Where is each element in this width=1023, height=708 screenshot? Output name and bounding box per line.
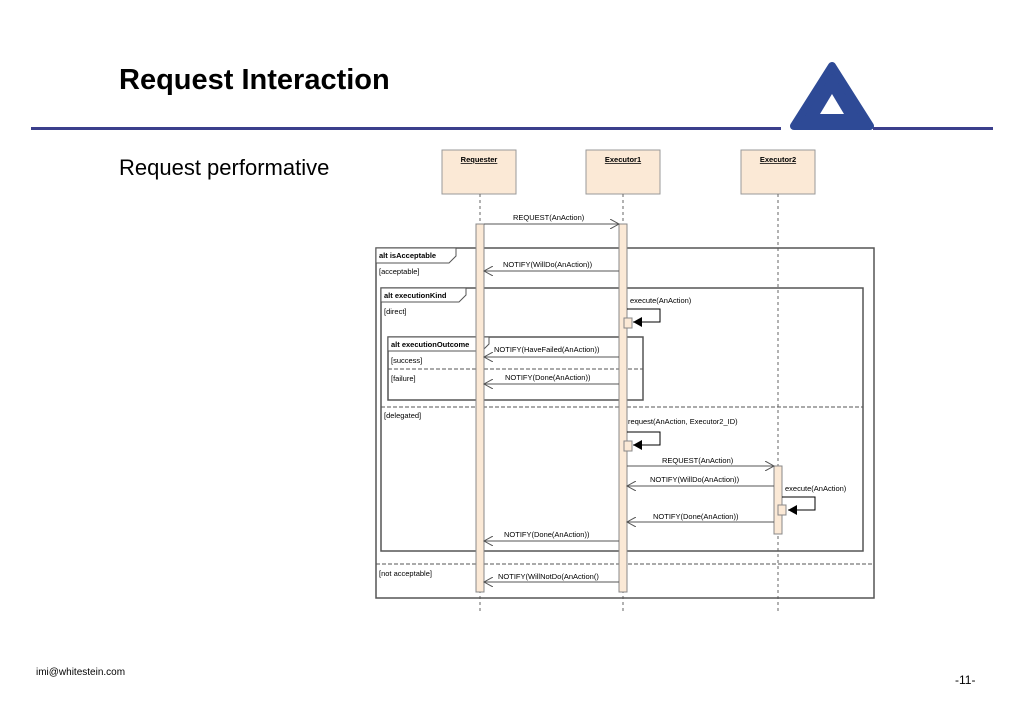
message-notify-willdo-1: NOTIFY(WillDo(AnAction))	[484, 260, 619, 271]
footer-email: imi@whitestein.com	[36, 667, 126, 678]
message-request-2: REQUEST(AnAction)	[627, 456, 774, 466]
lifeline-head-executor1: Executor1	[585, 149, 661, 195]
message-notify-willnotdo: NOTIFY(WillNotDo(AnAction()	[484, 572, 619, 582]
svg-text:alt isAcceptable: alt isAcceptable	[379, 251, 436, 260]
message-notify-done-1: NOTIFY(Done(AnAction))	[484, 373, 619, 384]
slide-subtitle: Request performative	[119, 155, 330, 180]
svg-text:[direct]: [direct]	[384, 307, 407, 316]
message-execute-self-2: execute(AnAction)	[782, 484, 847, 515]
svg-text:[not acceptable]: [not acceptable]	[379, 569, 432, 578]
activation-executor2	[773, 465, 783, 535]
header-rule-right	[873, 127, 993, 130]
activation-executor1	[618, 223, 628, 593]
lifeline-head-executor2: Executor2	[740, 149, 816, 195]
svg-text:request(AnAction, Executor2_ID: request(AnAction, Executor2_ID)	[628, 417, 738, 426]
svg-text:Executor2: Executor2	[760, 155, 796, 164]
message-execute-self-1: execute(AnAction)	[627, 296, 692, 327]
svg-text:[success]: [success]	[391, 356, 422, 365]
svg-text:NOTIFY(WillDo(AnAction)): NOTIFY(WillDo(AnAction))	[650, 475, 740, 484]
lifeline-head-requester: Requester	[441, 149, 517, 195]
svg-text:alt executionKind: alt executionKind	[384, 291, 447, 300]
message-notify-willdo-2: NOTIFY(WillDo(AnAction))	[627, 475, 774, 486]
svg-text:Requester: Requester	[461, 155, 498, 164]
activation-requester	[475, 223, 485, 593]
message-notify-done-3: NOTIFY(Done(AnAction))	[484, 530, 619, 541]
activation-executor2-self	[777, 504, 787, 516]
whitestein-logo-icon	[790, 60, 874, 137]
message-request-1: REQUEST(AnAction)	[484, 213, 619, 224]
svg-text:Executor1: Executor1	[605, 155, 641, 164]
svg-text:REQUEST(AnAction): REQUEST(AnAction)	[513, 213, 585, 222]
svg-text:NOTIFY(Done(AnAction)): NOTIFY(Done(AnAction))	[504, 530, 590, 539]
activation-executor1-self-2	[623, 440, 633, 452]
message-request-self: request(AnAction, Executor2_ID)	[627, 417, 738, 450]
message-notify-havefailed: NOTIFY(HaveFailed(AnAction))	[484, 345, 619, 357]
activation-executor1-self-1	[623, 317, 633, 329]
fragment-execution-outcome: alt executionOutcome [success] [failure]	[387, 336, 644, 401]
svg-text:NOTIFY(Done(AnAction)): NOTIFY(Done(AnAction))	[505, 373, 591, 382]
page-title: Request Interaction	[119, 64, 390, 96]
svg-text:alt executionOutcome: alt executionOutcome	[391, 340, 469, 349]
svg-text:NOTIFY(WillNotDo(AnAction(): NOTIFY(WillNotDo(AnAction()	[498, 572, 599, 581]
page-number: -11-	[955, 673, 976, 687]
svg-text:REQUEST(AnAction): REQUEST(AnAction)	[662, 456, 734, 465]
svg-text:NOTIFY(Done(AnAction)): NOTIFY(Done(AnAction))	[653, 512, 739, 521]
header-rule-left	[31, 127, 781, 130]
svg-text:execute(AnAction): execute(AnAction)	[785, 484, 847, 493]
svg-text:NOTIFY(WillDo(AnAction)): NOTIFY(WillDo(AnAction))	[503, 260, 593, 269]
svg-text:[delegated]: [delegated]	[384, 411, 421, 420]
svg-text:execute(AnAction): execute(AnAction)	[630, 296, 692, 305]
svg-text:[acceptable]: [acceptable]	[379, 267, 419, 276]
message-notify-done-2: NOTIFY(Done(AnAction))	[627, 512, 774, 522]
svg-text:NOTIFY(HaveFailed(AnAction)): NOTIFY(HaveFailed(AnAction))	[494, 345, 600, 354]
svg-text:[failure]: [failure]	[391, 374, 416, 383]
